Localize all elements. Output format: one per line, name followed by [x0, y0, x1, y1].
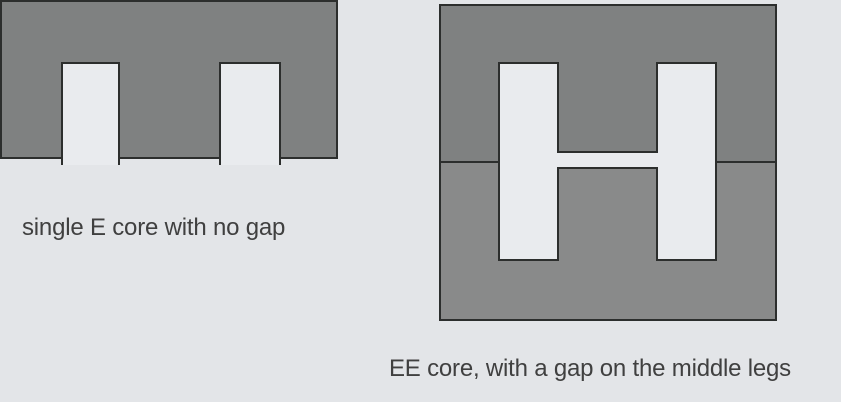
ee-core-middle-leg-gap	[557, 153, 658, 167]
ee-core-left-window	[498, 62, 559, 261]
single-e-core-shape	[0, 0, 338, 159]
ee-core-gap-top-edge	[559, 151, 656, 153]
single-e-core-left-window	[61, 62, 120, 165]
ee-core-gap-bottom-edge	[559, 167, 656, 169]
ee-core-right-window	[656, 62, 717, 261]
ee-core-caption: EE core, with a gap on the middle legs	[389, 355, 791, 382]
single-e-core-caption: single E core with no gap	[22, 214, 286, 241]
single-e-core-right-window	[219, 62, 281, 165]
